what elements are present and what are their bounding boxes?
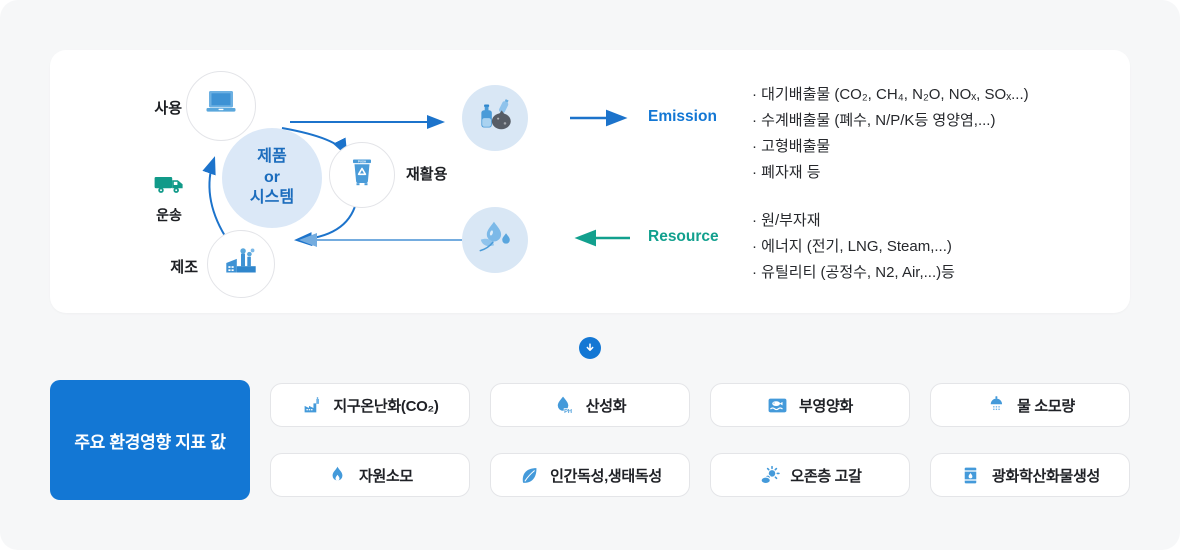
svg-text:PUSH: PUSH — [358, 159, 366, 163]
manufacture-node — [207, 230, 275, 298]
truck-icon — [153, 172, 185, 203]
resource-item: · 원/부자재 — [752, 212, 821, 229]
waste-icon — [474, 95, 516, 142]
fish-icon — [767, 394, 789, 416]
indicator-label: 부영양화 — [798, 397, 853, 415]
indicator-card-global-warming: 지구온난화(CO₂) — [270, 383, 470, 427]
emission-list: · 대기배출물 (CO₂, CH₄, N₂O, NOₓ, SOₓ...) · 수… — [752, 82, 1029, 186]
indicator-label: 물 소모량 — [1017, 397, 1075, 415]
indicator-card-resource-depletion: 자원소모 — [270, 453, 470, 497]
indicator-label: 인간독성,생태독성 — [550, 467, 662, 485]
lifecycle-panel: 사용 제품 or 시스템 PUSH — [50, 50, 1130, 313]
center-line3: 시스템 — [249, 189, 295, 207]
sun-cloud-icon — [758, 464, 780, 486]
indicator-card-water-consumption: 물 소모량 — [930, 383, 1130, 427]
svg-text:PH: PH — [564, 409, 572, 415]
shower-icon — [985, 394, 1007, 416]
indicator-label: 지구온난화(CO₂) — [333, 397, 439, 415]
laptop-icon — [201, 84, 241, 129]
transport-node: 운송 — [146, 172, 192, 225]
recycle-node: PUSH — [329, 142, 395, 208]
center-line1: 제품 — [257, 148, 287, 166]
water-leaf-icon — [474, 217, 516, 264]
down-arrow-icon — [579, 337, 601, 359]
factory-icon — [301, 394, 323, 416]
indicator-label: 자원소모 — [358, 467, 413, 485]
transport-label: 운송 — [156, 207, 182, 223]
manufacture-label: 제조 — [170, 259, 198, 276]
resource-label: Resource — [648, 228, 719, 245]
indicator-card-eutrophication: 부영양화 — [710, 383, 910, 427]
use-node — [186, 71, 256, 141]
indicator-card-ozone-depletion: 오존층 고갈 — [710, 453, 910, 497]
resource-item: · 유틸리티 (공정수, N2, Air,...)등 — [752, 264, 955, 281]
product-system-circle: 제품 or 시스템 — [222, 128, 322, 228]
emission-item: · 대기배출물 (CO₂, CH₄, N₂O, NOₓ, SOₓ...) — [752, 86, 1029, 103]
indicator-card-photochemical-oxidants: 광화학산화물생성 — [930, 453, 1130, 497]
resource-list: · 원/부자재 · 에너지 (전기, LNG, Steam,...) · 유틸리… — [752, 208, 955, 286]
oil-barrel-icon — [960, 464, 982, 486]
recycle-label: 재활용 — [406, 166, 448, 183]
flame-icon — [327, 464, 349, 486]
leaf-icon — [518, 464, 540, 486]
resource-input-node — [462, 207, 528, 273]
indicators-title-card: 주요 환경영향 지표 값 — [50, 380, 250, 500]
indicator-card-acidification: PH 산성화 — [490, 383, 690, 427]
emission-item: · 폐자재 등 — [752, 164, 821, 181]
recycle-bin-icon: PUSH — [342, 153, 382, 198]
flow-arrows — [202, 109, 630, 247]
factory-icon — [220, 241, 262, 288]
arrow-manufacture-to-use — [202, 156, 226, 237]
use-label: 사용 — [154, 100, 182, 117]
resource-item: · 에너지 (전기, LNG, Steam,...) — [752, 238, 952, 255]
ph-drop-icon: PH — [554, 394, 576, 416]
indicator-card-toxicity: 인간독성,생태독성 — [490, 453, 690, 497]
waste-output-node — [462, 85, 528, 151]
emission-item: · 고형배출물 — [752, 138, 831, 155]
emission-label: Emission — [648, 108, 717, 125]
indicator-label: 산성화 — [585, 397, 627, 415]
indicator-label: 광화학산화물생성 — [991, 467, 1100, 485]
emission-item: · 수계배출물 (폐수, N/P/K등 영양염,...) — [752, 112, 996, 129]
center-line2: or — [264, 168, 280, 186]
indicator-label: 오존층 고갈 — [790, 467, 862, 485]
